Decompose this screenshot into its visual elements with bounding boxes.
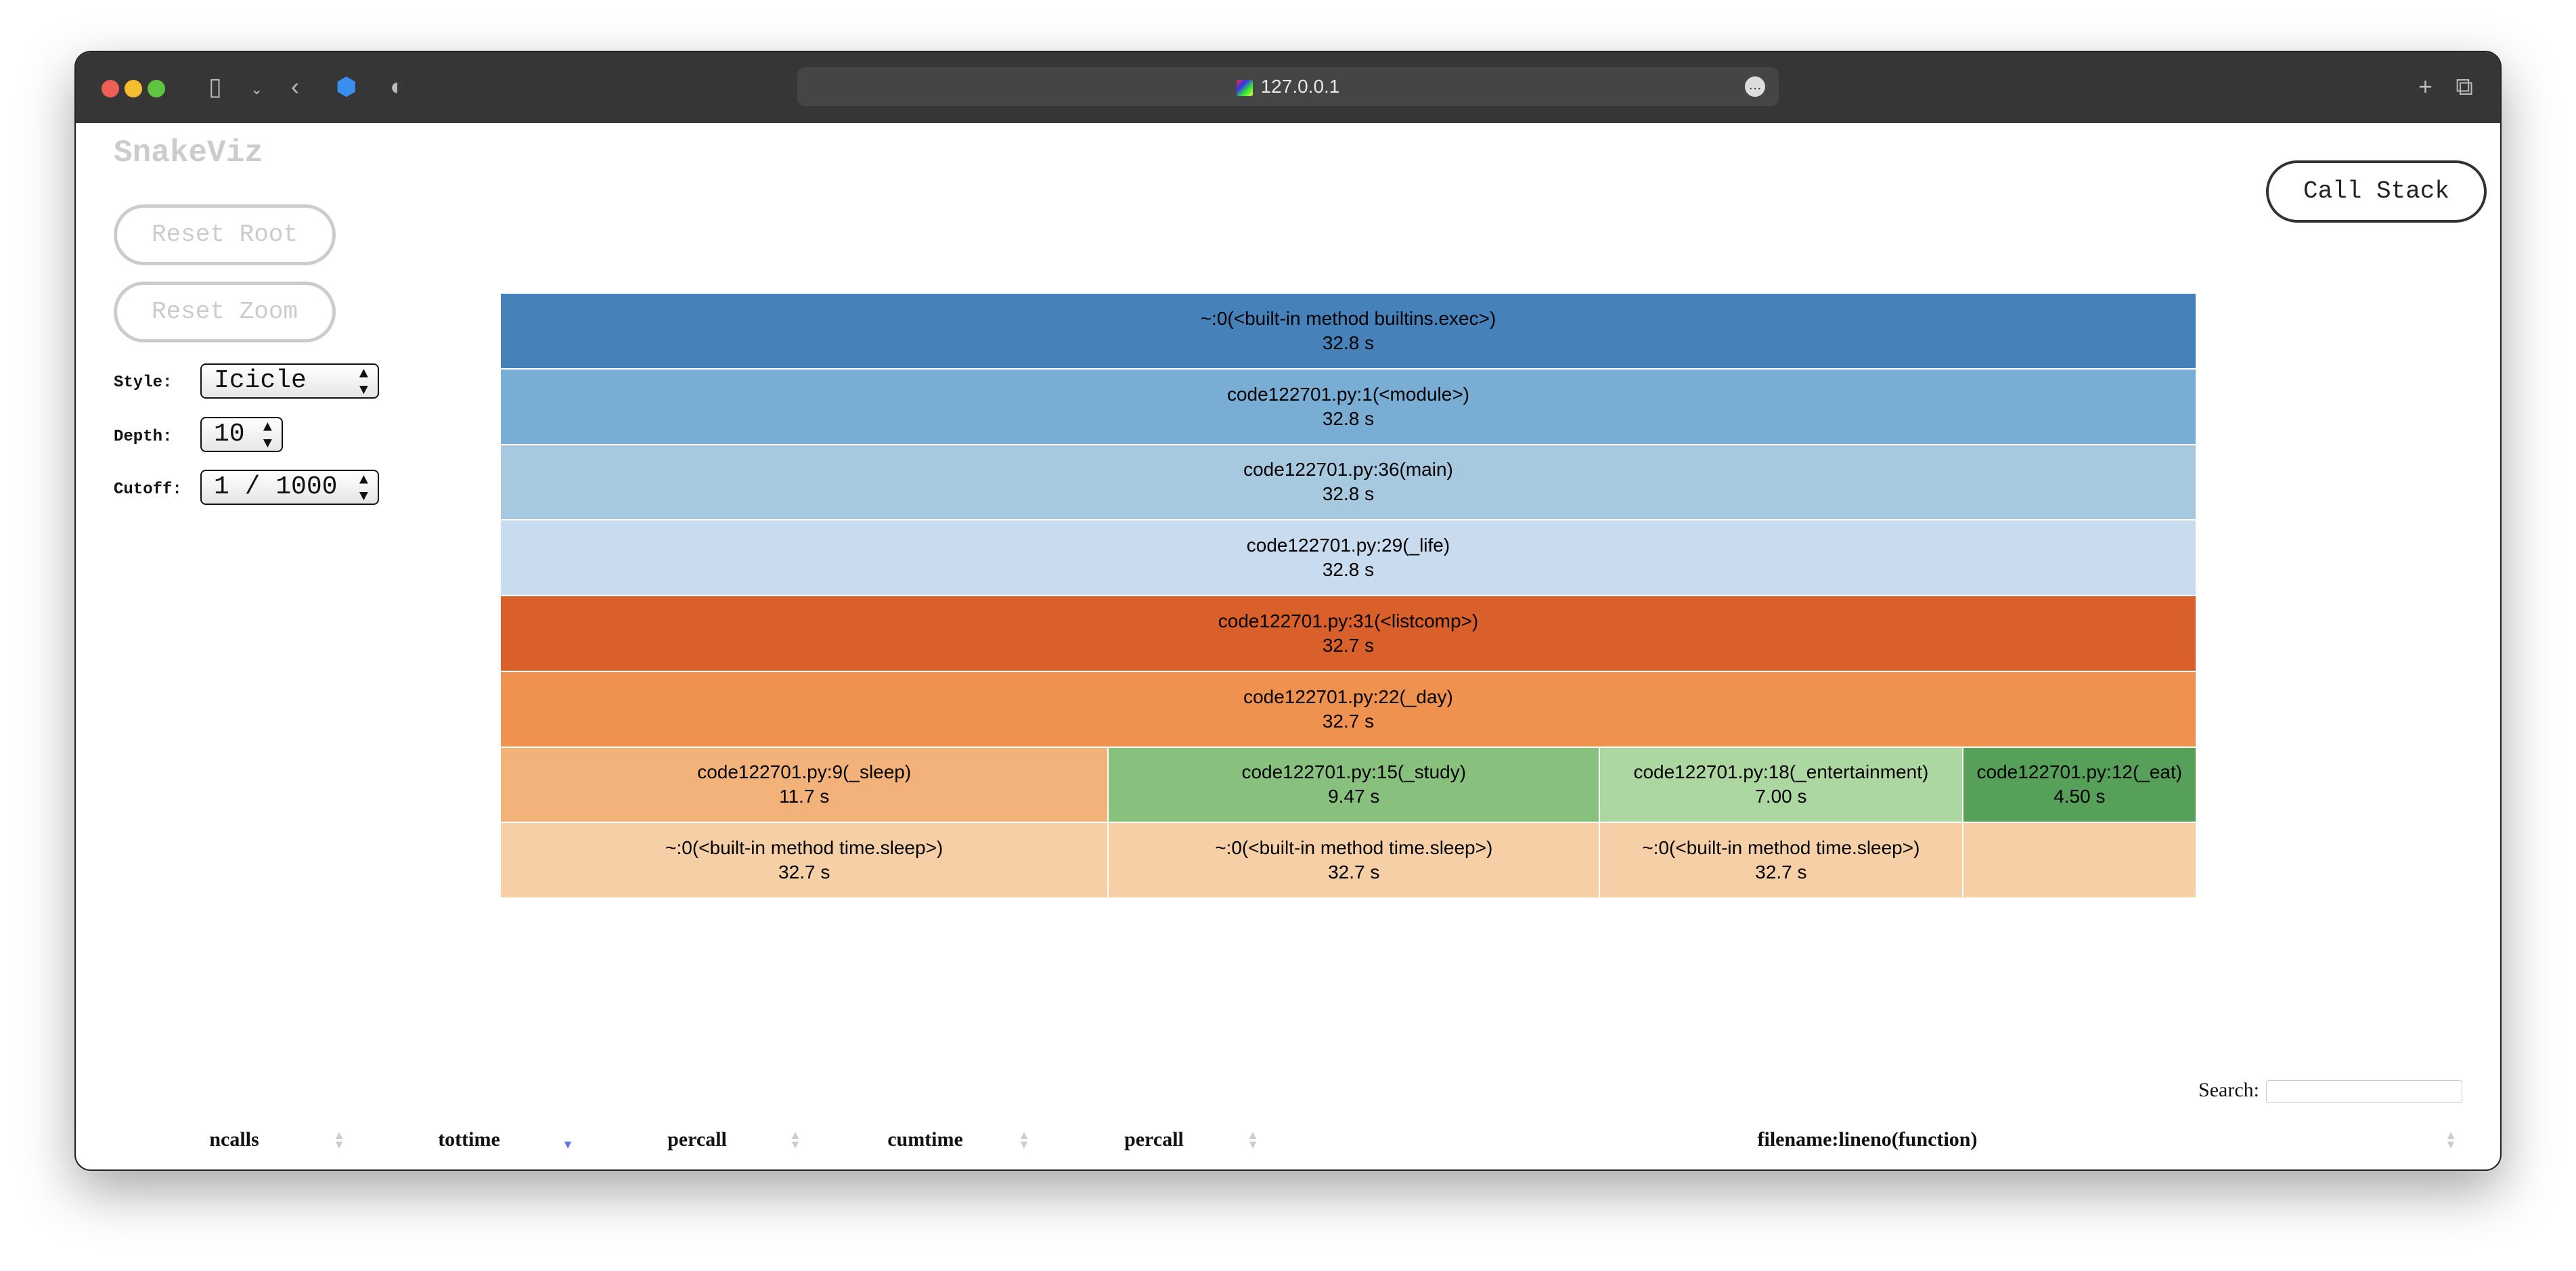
icicle-node[interactable] [1963,823,2197,899]
icicle-node-name: code122701.py:15(_study) [1241,761,1467,783]
icicle-node[interactable]: code122701.py:18(_entertainment) 7.00 s [1600,747,1963,824]
icicle-node-time: 9.47 s [1328,786,1380,807]
icicle-node-time: 32.8 s [1322,407,1375,429]
icicle-node[interactable]: ~:0(<built-in method time.sleep>) 32.7 s [1600,823,1963,899]
icicle-node[interactable]: ~:0(<built-in method builtins.exec>) 32.8… [501,294,2197,370]
column-label: tottime [438,1128,500,1151]
icicle-node-name: code122701.py:29(_life) [1246,535,1450,556]
shield-icon[interactable]: ◐ [390,72,405,100]
style-select[interactable]: Icicle ▲▼ [200,363,379,399]
column-label: percall [1124,1128,1184,1151]
maximize-window-button[interactable] [148,80,165,97]
icicle-node-name: code122701.py:12(_eat) [1976,761,2183,783]
minimize-window-button[interactable] [125,80,142,97]
cutoff-value: 1 / 1000 [214,472,338,501]
icicle-node-time: 7.00 s [1755,786,1807,807]
more-icon[interactable]: … [1745,76,1765,97]
icicle-node-name: code122701.py:1(<module>) [1226,383,1470,405]
icicle-node[interactable]: code122701.py:22(_day) 32.7 s [501,671,2197,748]
snakeviz-page: SnakeViz Reset Root Reset Zoom Style: Ic… [76,123,2500,1169]
icicle-node-time: 32.7 s [1328,862,1380,883]
icicle-node-time: 32.7 s [1755,862,1807,883]
icicle-node[interactable]: code122701.py:12(_eat) 4.50 s [1963,747,2197,824]
app-title: SnakeViz [114,135,263,171]
depth-value: 10 [214,420,245,449]
icicle-node-time: 32.8 s [1322,559,1375,581]
icicle-node-name: ~:0(<built-in method time.sleep>) [665,837,943,859]
icicle-node[interactable]: code122701.py:29(_life) 32.8 s [501,520,2197,596]
icicle-node[interactable]: code122701.py:31(<listcomp>) 32.7 s [501,596,2197,672]
url-text: 127.0.0.1 [1260,76,1340,97]
sort-icon: ▲▼ [333,1128,345,1151]
tabs-overview-icon[interactable]: ⧉ [2456,72,2473,100]
style-label: Style: [114,374,173,392]
favicon-icon [1236,79,1253,96]
depth-select[interactable]: 10 ▲▼ [200,417,283,452]
column-header-cumtime[interactable]: cumtime ▲▼ [811,1110,1040,1169]
icicle-node-time: 32.8 s [1322,483,1375,505]
style-value: Icicle [214,366,307,395]
reset-root-button[interactable]: Reset Root [114,204,336,265]
icicle-chart: ~:0(<built-in method builtins.exec>) 32.8… [501,294,2197,899]
icicle-node-time: 32.7 s [778,862,830,883]
sidebar-toggle-icon[interactable]: ▯ [208,72,222,100]
reset-zoom-button[interactable]: Reset Zoom [114,282,336,342]
icicle-node-name: code122701.py:22(_day) [1243,686,1453,707]
column-header-ncalls[interactable]: ncalls ▲▼ [114,1110,355,1169]
browser-toolbar: ▯ ⌄ ‹ ⬢ ◐ 127.0.0.1 … + ⧉ [76,52,2500,123]
select-arrows-icon: ▲▼ [359,472,368,505]
icicle-node-name: ~:0(<built-in method time.sleep>) [1215,837,1493,859]
icicle-node-name: ~:0(<built-in method builtins.exec>) [1200,307,1496,329]
icicle-node-name: ~:0(<built-in method time.sleep>) [1642,837,1920,859]
sort-icon: ▲▼ [789,1128,801,1151]
icicle-node-time: 4.50 s [2053,786,2106,807]
search-label: Search: [2198,1079,2259,1101]
call-stack-button[interactable]: Call Stack [2266,160,2487,223]
column-header-filename-lineno-function-[interactable]: filename:lineno(function) ▲▼ [1268,1110,2466,1169]
stats-table: ncalls▲▼tottime▼percall▲▼cumtime▲▼percal… [114,1110,2466,1169]
icicle-node[interactable]: code122701.py:1(<module>)32.8 s [501,369,2197,445]
search-input[interactable] [2266,1080,2462,1104]
icicle-node-time: 32.7 s [1322,710,1375,732]
icicle-node[interactable]: code122701.py:36(main)32.8 s [501,445,2197,521]
browser-window: ▯ ⌄ ‹ ⬢ ◐ 127.0.0.1 … + ⧉ SnakeViz Reset … [74,51,2502,1171]
column-label: ncalls [209,1128,259,1151]
column-label: filename:lineno(function) [1757,1128,1978,1151]
close-window-button[interactable] [102,80,119,97]
search-box: Search: [2198,1079,2462,1104]
depth-label: Depth: [114,428,173,446]
column-header-percall[interactable]: percall ▲▼ [1040,1110,1268,1169]
icicle-node[interactable]: code122701.py:15(_study) 9.47 s [1109,747,1601,824]
icicle-node-name: code122701.py:9(_sleep) [697,761,912,783]
sort-descending-icon: ▼ [562,1138,574,1151]
column-label: percall [667,1128,727,1151]
address-bar[interactable]: 127.0.0.1 … [797,67,1779,106]
column-header-percall[interactable]: percall ▲▼ [583,1110,811,1169]
select-arrows-icon: ▲▼ [359,365,368,399]
back-icon[interactable]: ‹ [291,72,299,100]
column-header-tottime[interactable]: tottime ▼ [355,1110,583,1169]
column-label: cumtime [887,1128,963,1151]
sort-icon: ▲▼ [1018,1128,1030,1151]
cutoff-select[interactable]: 1 / 1000 ▲▼ [200,470,379,505]
icicle-node-name: code122701.py:18(_entertainment) [1633,761,1929,783]
sort-icon: ▲▼ [1247,1128,1259,1151]
icicle-node-time: 11.7 s [779,786,830,807]
icicle-node[interactable]: ~:0(<built-in method time.sleep>) 32.7 s [501,823,1109,899]
icicle-node-name: code122701.py:31(<listcomp>) [1218,610,1479,631]
sort-icon: ▲▼ [2445,1128,2457,1151]
select-arrows-icon: ▲▼ [263,419,272,452]
chevron-down-icon[interactable]: ⌄ [250,81,263,97]
icicle-node[interactable]: ~:0(<built-in method time.sleep>) 32.7 s [1109,823,1601,899]
icicle-node[interactable]: code122701.py:9(_sleep) 11.7 s [501,747,1109,824]
icicle-node-time: 32.8 s [1322,332,1375,353]
new-tab-icon[interactable]: + [2418,72,2433,100]
icicle-node-name: code122701.py:36(main) [1243,459,1453,481]
icicle-node-time: 32.7 s [1322,634,1375,656]
extension-icon[interactable]: ⬢ [336,72,357,100]
cutoff-label: Cutoff: [114,481,182,499]
